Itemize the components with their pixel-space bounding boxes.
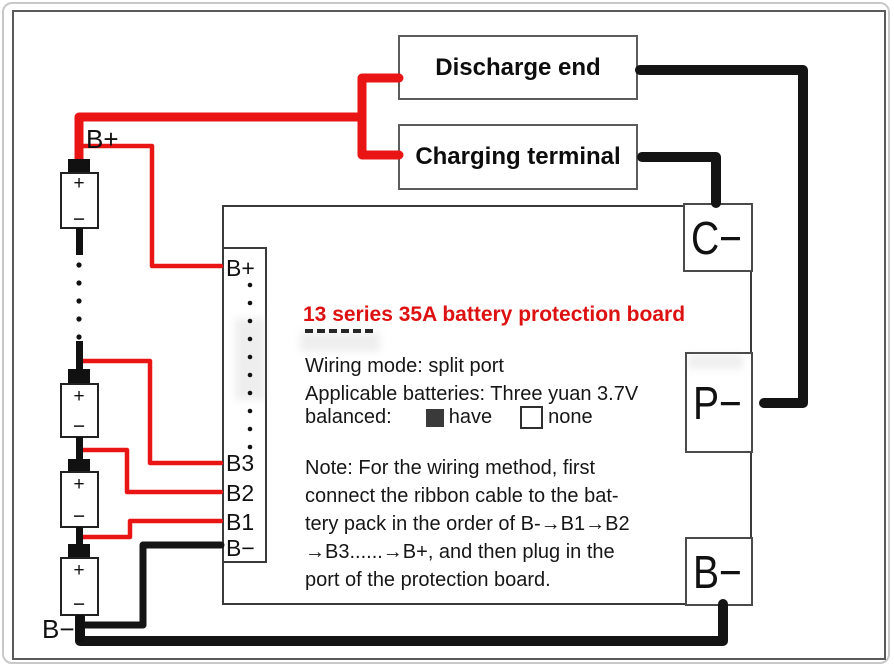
terminal-c-minus-label: C− [690, 211, 743, 264]
strip-label-b3: B3 [226, 450, 255, 476]
board-specs: Wiring mode: split port Applicable batte… [305, 352, 638, 408]
wiring-note: Note: For the wiring method, first conne… [305, 454, 630, 594]
cell-plus-mark: + [73, 560, 85, 581]
discharge-end-box: Discharge end [398, 35, 638, 100]
watermark-smudge [688, 354, 743, 369]
board-title: 13 series 35A battery protection board [303, 303, 686, 326]
watermark-smudge [300, 332, 380, 352]
strip-label-b-plus: B+ [226, 255, 255, 281]
balanced-none-empty-square-icon [520, 406, 544, 429]
balanced-have-filled-square-icon [425, 408, 444, 427]
note-line: port of the protection board. [305, 569, 551, 591]
strip-label-b2: B2 [226, 480, 255, 506]
note-line: Note: For the wiring method, first [305, 457, 596, 479]
note-line: tery pack in the order of B-→B1→B2 [305, 513, 630, 535]
cell-minus-mark: − [72, 208, 86, 231]
strip-label-b1: B1 [226, 509, 255, 535]
spec-wiring-mode: Wiring mode: split port [305, 355, 504, 377]
pack-b-minus-label: B− [42, 614, 75, 644]
charging-terminal-box: Charging terminal [398, 124, 638, 190]
charging-terminal-label: Charging terminal [415, 143, 621, 170]
note-line: connect the ribbon cable to the bat- [305, 485, 619, 507]
balanced-have-label: have [448, 406, 493, 428]
terminal-c-minus: C− [683, 203, 753, 272]
cell-plus-mark: + [73, 474, 85, 495]
inner-frame [12, 10, 886, 660]
title-dash-underline [305, 329, 373, 333]
balanced-label: balanced: [305, 406, 392, 428]
watermark-smudge [235, 318, 265, 400]
discharge-end-label: Discharge end [435, 53, 601, 81]
cell-plus-mark: + [73, 386, 85, 407]
strip-label-b-minus: B− [226, 535, 255, 561]
cell-minus-mark: − [72, 505, 86, 528]
terminal-b-minus: B− [685, 537, 753, 606]
cell-minus-mark: − [72, 593, 86, 616]
cell-minus-mark: − [72, 415, 86, 438]
balanced-row: balanced: have none [305, 406, 593, 429]
note-line: →B3......→B+, and then plug in the [305, 541, 615, 563]
terminal-p-minus-label: P− [692, 376, 742, 429]
watermark-smudge [796, 428, 812, 520]
spec-applicable-batteries: Applicable batteries: Three yuan 3.7V [305, 383, 639, 405]
pack-b-plus-label: B+ [86, 124, 119, 154]
terminal-b-minus-label: B− [692, 545, 742, 598]
balanced-none-label: none [548, 406, 593, 428]
cell-plus-mark: + [73, 173, 85, 194]
